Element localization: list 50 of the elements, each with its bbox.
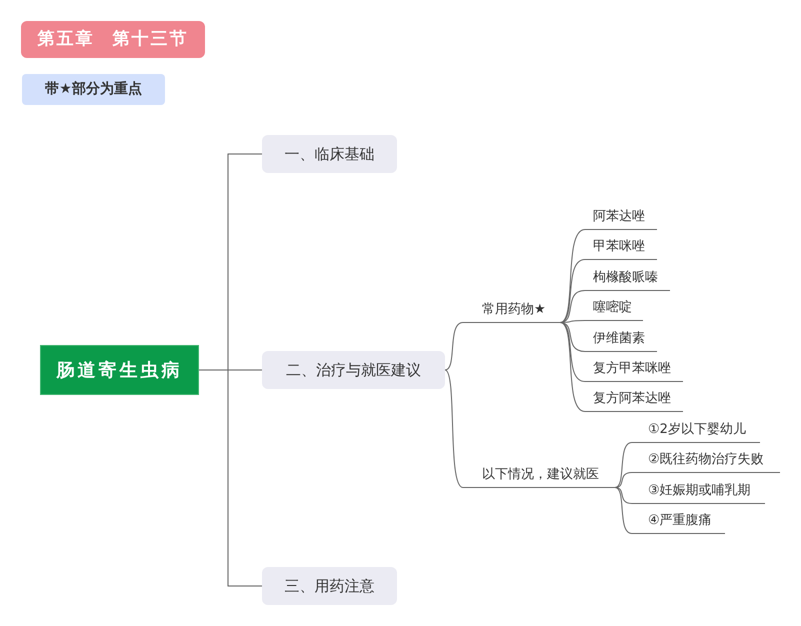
connector-line <box>614 487 632 534</box>
subtopic-text: 甲苯咪唑 <box>593 240 645 253</box>
connector-line <box>614 442 632 488</box>
topic-text: 二、治疗与就医建议 <box>286 360 421 381</box>
topic-text: 一、临床基础 <box>284 144 374 165</box>
subtopic-text: 伊维菌素 <box>593 332 645 345</box>
connector-line <box>560 322 586 412</box>
subtopic-underline <box>632 451 780 473</box>
subtopic-underline <box>585 238 657 260</box>
subtopic-text: 枸橼酸哌嗪 <box>593 271 658 284</box>
subtopic-text: 常用药物★ <box>482 303 546 316</box>
connector-line <box>444 370 464 488</box>
subtopic-underline <box>585 360 683 382</box>
connector-line <box>560 290 586 323</box>
topic-text: 三、用药注意 <box>284 576 374 597</box>
topic-box <box>262 351 445 389</box>
subtopic-text: 复方甲苯咪唑 <box>593 362 671 375</box>
subtopic-underline <box>632 512 725 534</box>
subtopic-underline <box>632 482 765 504</box>
subtopic-text: ④严重腹痛 <box>648 514 712 527</box>
connector-line <box>560 322 586 382</box>
subtopic-underline <box>463 301 560 323</box>
subtopic-underline <box>585 269 670 291</box>
topic-box <box>262 567 397 605</box>
note-banner <box>22 74 165 105</box>
connector-line <box>444 322 464 370</box>
chapter-banner <box>21 21 205 58</box>
subtopic-text: ②既往药物治疗失败 <box>648 453 764 466</box>
subtopic-text: 噻嘧啶 <box>593 301 632 314</box>
connector-line <box>560 259 586 323</box>
connector-line <box>614 472 632 488</box>
connector-line <box>614 487 632 504</box>
note-text: 带★部分为重点 <box>45 80 142 99</box>
subtopic-underline <box>585 330 657 352</box>
central-topic-text: 肠道寄生虫病 <box>56 358 182 382</box>
topic-box <box>262 135 397 173</box>
subtopic-text: 阿苯达唑 <box>593 210 645 223</box>
subtopic-text: 以下情况，建议就医 <box>482 468 599 481</box>
connector-line <box>198 370 262 586</box>
subtopic-underline <box>585 208 657 230</box>
chapter-title: 第五章 第十三节 <box>38 28 188 51</box>
central-topic-box <box>40 345 199 395</box>
subtopic-text: ③妊娠期或哺乳期 <box>648 484 751 497</box>
subtopic-underline <box>463 466 615 488</box>
subtopic-text: 复方阿苯达唑 <box>593 392 671 405</box>
subtopic-underline <box>585 299 643 321</box>
subtopic-underline <box>632 421 760 443</box>
connector-line <box>560 322 586 352</box>
subtopic-text: ①2岁以下婴幼儿 <box>648 423 746 436</box>
subtopic-underline <box>585 390 683 412</box>
